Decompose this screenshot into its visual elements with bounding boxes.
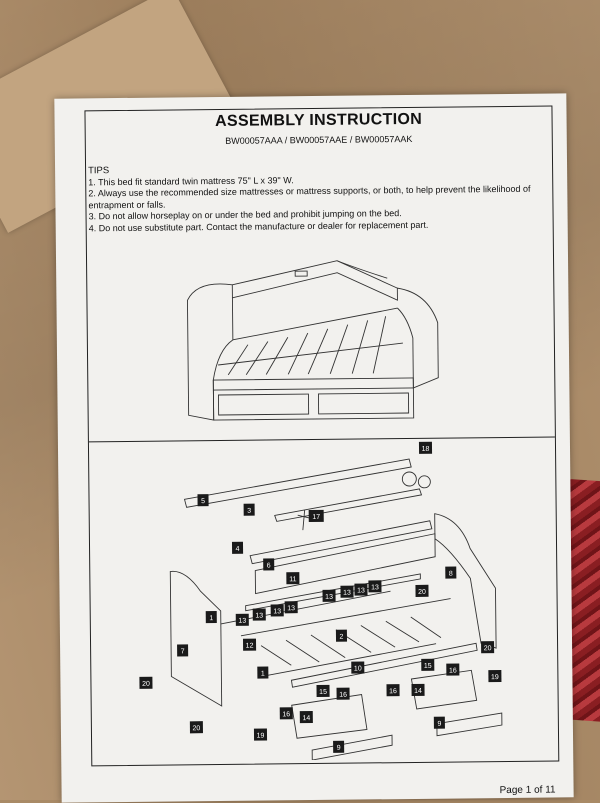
- svg-text:11: 11: [289, 576, 296, 583]
- svg-text:5: 5: [201, 498, 205, 505]
- svg-text:20: 20: [418, 589, 426, 596]
- part-tag-3: 3: [243, 503, 255, 516]
- svg-text:13: 13: [357, 587, 365, 594]
- part-tag-10: 10: [351, 661, 365, 674]
- page-number: Page 1 of 11: [499, 784, 556, 797]
- part-tag-13: 13: [235, 613, 249, 626]
- part-tag-19: 19: [488, 670, 502, 683]
- svg-text:13: 13: [371, 584, 379, 591]
- part-number-tags: 18 5 3 17 4 6 11 8 13 13 13 13 20 1 13 1…: [139, 441, 502, 753]
- part-tag-7: 7: [177, 644, 189, 657]
- part-tag-5: 5: [197, 494, 209, 507]
- svg-text:1: 1: [209, 615, 213, 622]
- part-tag-20: 20: [481, 641, 495, 654]
- svg-text:3: 3: [247, 508, 251, 515]
- part-tag-16: 16: [279, 707, 293, 720]
- model-numbers: BW00057AAA / BW00057AAE / BW00057AAK: [225, 133, 413, 146]
- svg-text:14: 14: [302, 715, 310, 722]
- svg-text:16: 16: [389, 688, 397, 695]
- svg-text:19: 19: [491, 674, 499, 681]
- part-tag-13: 13: [252, 608, 266, 621]
- document-title: ASSEMBLY INSTRUCTION: [215, 110, 423, 131]
- svg-text:20: 20: [484, 645, 492, 652]
- part-tag-16: 16: [336, 687, 350, 700]
- part-tag-6: 6: [263, 558, 275, 571]
- svg-text:14: 14: [414, 688, 422, 695]
- part-tag-13: 13: [284, 601, 298, 614]
- part-tag-20: 20: [415, 584, 429, 597]
- instruction-frame: ASSEMBLY INSTRUCTION BW00057AAA / BW0005…: [84, 105, 560, 767]
- part-tag-1: 1: [205, 611, 217, 624]
- svg-text:9: 9: [437, 721, 441, 728]
- part-tag-13: 13: [340, 585, 354, 598]
- svg-text:9: 9: [337, 745, 341, 752]
- svg-text:19: 19: [257, 733, 265, 740]
- svg-text:20: 20: [142, 681, 150, 688]
- part-tag-20: 20: [139, 676, 153, 689]
- svg-text:16: 16: [449, 668, 457, 675]
- svg-text:4: 4: [236, 546, 240, 553]
- svg-text:12: 12: [246, 643, 254, 650]
- part-tag-9: 9: [433, 716, 445, 729]
- part-tag-13: 13: [322, 589, 336, 602]
- part-tag-13: 13: [368, 580, 382, 593]
- part-tag-20: 20: [189, 721, 203, 734]
- part-tag-1: 1: [257, 666, 269, 679]
- instruction-sheet: ASSEMBLY INSTRUCTION BW00057AAA / BW0005…: [54, 93, 574, 803]
- part-tag-14: 14: [411, 683, 425, 696]
- tips-section: TIPS 1. This bed fit standard twin mattr…: [88, 161, 549, 235]
- svg-text:13: 13: [273, 608, 281, 615]
- svg-text:1: 1: [261, 671, 265, 678]
- part-tag-15: 15: [421, 658, 435, 671]
- svg-text:13: 13: [325, 594, 333, 601]
- part-tag-11: 11: [286, 572, 300, 585]
- part-tag-13: 13: [270, 604, 284, 617]
- svg-text:16: 16: [339, 692, 347, 699]
- part-5-board: [183, 458, 412, 508]
- svg-text:16: 16: [282, 711, 290, 718]
- part-tag-19: 19: [253, 728, 268, 741]
- part-tag-17: 17: [308, 509, 324, 523]
- svg-text:7: 7: [181, 648, 185, 655]
- part-tag-14: 14: [299, 711, 313, 724]
- svg-text:13: 13: [255, 613, 263, 620]
- part-tag-16: 16: [446, 663, 460, 676]
- svg-text:20: 20: [192, 725, 200, 732]
- svg-text:10: 10: [354, 666, 362, 673]
- part-tag-16: 16: [386, 684, 400, 697]
- part-tag-12: 12: [242, 638, 257, 651]
- svg-text:6: 6: [267, 562, 271, 569]
- svg-text:15: 15: [319, 689, 327, 696]
- part-tag-15: 15: [316, 684, 330, 697]
- svg-text:8: 8: [449, 571, 453, 578]
- svg-text:13: 13: [343, 590, 351, 597]
- svg-text:13: 13: [287, 605, 295, 612]
- svg-text:17: 17: [312, 514, 320, 521]
- part-tag-2: 2: [335, 629, 348, 642]
- part-tag-4: 4: [231, 541, 244, 554]
- svg-text:18: 18: [422, 446, 430, 453]
- svg-text:2: 2: [339, 634, 343, 641]
- svg-text:13: 13: [238, 618, 246, 625]
- part-tag-13: 13: [354, 583, 368, 596]
- assembled-daybed-illustration: [186, 260, 439, 421]
- svg-text:15: 15: [424, 663, 432, 670]
- part-tag-18: 18: [418, 441, 433, 454]
- part-tag-8: 8: [445, 566, 457, 579]
- part-tag-9: 9: [333, 740, 345, 753]
- exploded-parts-diagram: 18 5 3 17 4 6 11 8 13 13 13 13 20 1 13 1…: [139, 441, 503, 761]
